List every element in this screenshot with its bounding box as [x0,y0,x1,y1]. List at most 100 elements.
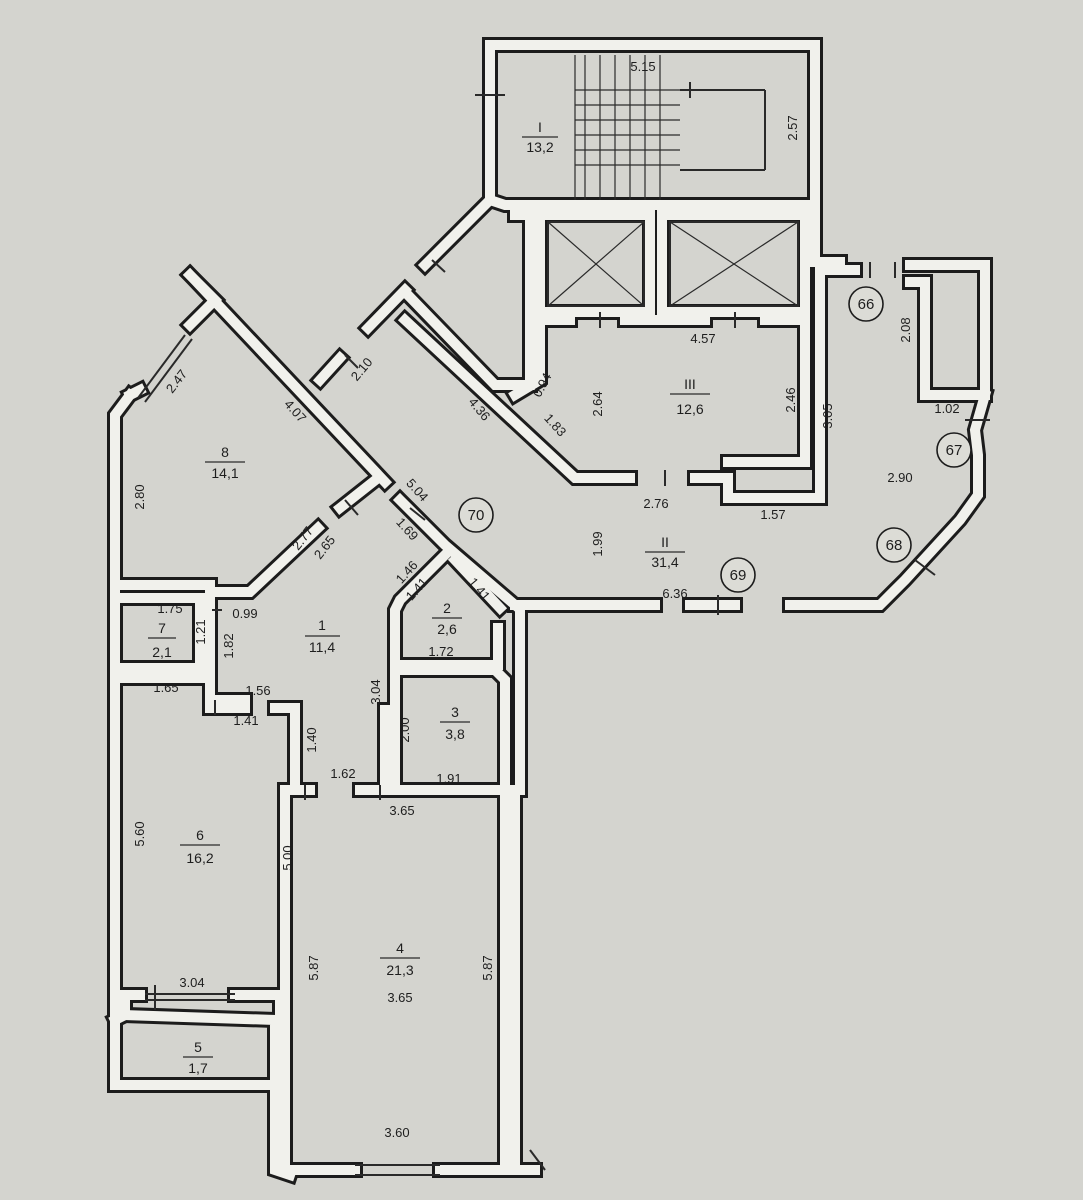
svg-text:1,7: 1,7 [188,1060,208,1076]
wall-core [120,520,326,597]
dim-label: 1.75 [157,601,182,616]
svg-text:6: 6 [196,827,204,843]
wall-core [657,210,810,317]
svg-text:16,2: 16,2 [186,850,213,866]
room-1-label: 1 11,4 [305,617,340,655]
svg-text:2,6: 2,6 [437,621,457,637]
wall-core [510,795,540,1175]
svg-text:2,1: 2,1 [152,644,172,660]
svg-text:67: 67 [946,442,963,459]
wall-core [485,40,845,267]
dim-label: 1.56 [245,683,270,698]
dim-label: 0.99 [232,606,257,621]
dim-label: 1.41 [233,713,258,728]
dim-label: 1.62 [330,766,355,781]
svg-text:13,2: 13,2 [526,139,553,155]
svg-text:21,3: 21,3 [386,962,413,978]
marker-67: 67 [936,432,972,468]
dim-label: 6.36 [662,586,687,601]
wall-core [485,123,820,210]
wall-core [120,673,250,713]
dim-label: 2.46 [783,387,798,412]
wall-core [397,312,635,483]
room-2-label: 2 2,6 [432,600,462,637]
dim-label: 3.60 [384,1125,409,1140]
wall-core [312,350,348,388]
svg-text:11,4: 11,4 [309,639,335,655]
dim-label: 3.05 [820,403,835,428]
dim-label: 2.08 [898,317,913,342]
room-8-label: 8 14,1 [205,444,245,481]
marker-70: 70 [458,497,494,533]
dim-label: 2.90 [887,470,912,485]
svg-text:8: 8 [221,444,229,460]
wall-core [120,593,205,673]
dim-label: 2.57 [785,115,800,140]
room-I-label: I 13,2 [522,119,558,155]
dim-label: 3.65 [387,990,412,1005]
svg-text:68: 68 [886,537,903,554]
marker-66: 66 [848,286,884,322]
wall-core [230,990,285,1025]
lift-shaft-left [547,221,645,307]
wall-core [785,388,992,610]
room-3-label: 3 3,8 [440,704,470,742]
dim-label: 1.65 [153,680,178,695]
dim-label: 2.10 [348,355,376,384]
wall-core [360,282,413,336]
svg-text:III: III [684,376,696,392]
dim-label: 5.87 [480,955,495,980]
dim-label: 1.21 [193,619,208,644]
wall-core [123,383,147,402]
dim-label: 1.99 [590,531,605,556]
svg-text:5: 5 [194,1039,202,1055]
svg-text:14,1: 14,1 [211,465,238,481]
dim-label: 1.40 [304,727,319,752]
svg-text:12,6: 12,6 [676,401,703,417]
wall-core [392,492,523,613]
wall-core [119,1009,297,1182]
wall-core [417,192,498,273]
room-4-label: 4 21,3 [380,940,420,978]
dim-label: 4.57 [690,331,715,346]
svg-text:70: 70 [468,507,485,524]
wall-core [435,785,510,1175]
svg-text:2: 2 [443,600,451,616]
dim-label: 3.04 [179,975,204,990]
marker-69: 69 [720,557,756,593]
svg-text:31,4: 31,4 [651,554,678,570]
wall-core [270,703,315,795]
room-III-label: III 12,6 [670,376,710,417]
marker-68: 68 [876,527,912,563]
dim-label: 5.15 [630,59,655,74]
dim-label: 2.47 [163,367,190,396]
svg-text:1: 1 [318,617,326,633]
wall-core [390,665,510,795]
markers: 66 67 68 69 70 [458,286,972,593]
dim-label: 1.91 [436,771,461,786]
wall-core [905,260,990,400]
dim-label: 2.64 [590,391,605,416]
wall-core [390,547,503,670]
svg-text:3: 3 [451,704,459,720]
dim-label: 5.00 [280,845,295,870]
openings [137,94,990,1176]
wall-core [723,315,810,467]
dim-label: 1.82 [221,633,236,658]
svg-text:4: 4 [396,940,404,956]
wall-core [447,552,508,616]
svg-text:II: II [661,534,669,550]
svg-text:I: I [538,119,542,135]
dim-label: 2.80 [132,484,147,509]
svg-text:69: 69 [730,567,747,584]
svg-text:66: 66 [858,296,875,313]
dim-label: 1.72 [428,644,453,659]
svg-text:3,8: 3,8 [445,726,465,742]
lift-shaft-right [669,221,799,307]
svg-text:7: 7 [158,620,166,636]
dim-label: 1.83 [541,411,569,440]
dim-label: 5.60 [132,821,147,846]
room-labels: I 13,2 II 31,4 III 12,6 1 11,4 2 2,6 3 3… [148,119,710,1076]
wall-core [182,267,223,333]
